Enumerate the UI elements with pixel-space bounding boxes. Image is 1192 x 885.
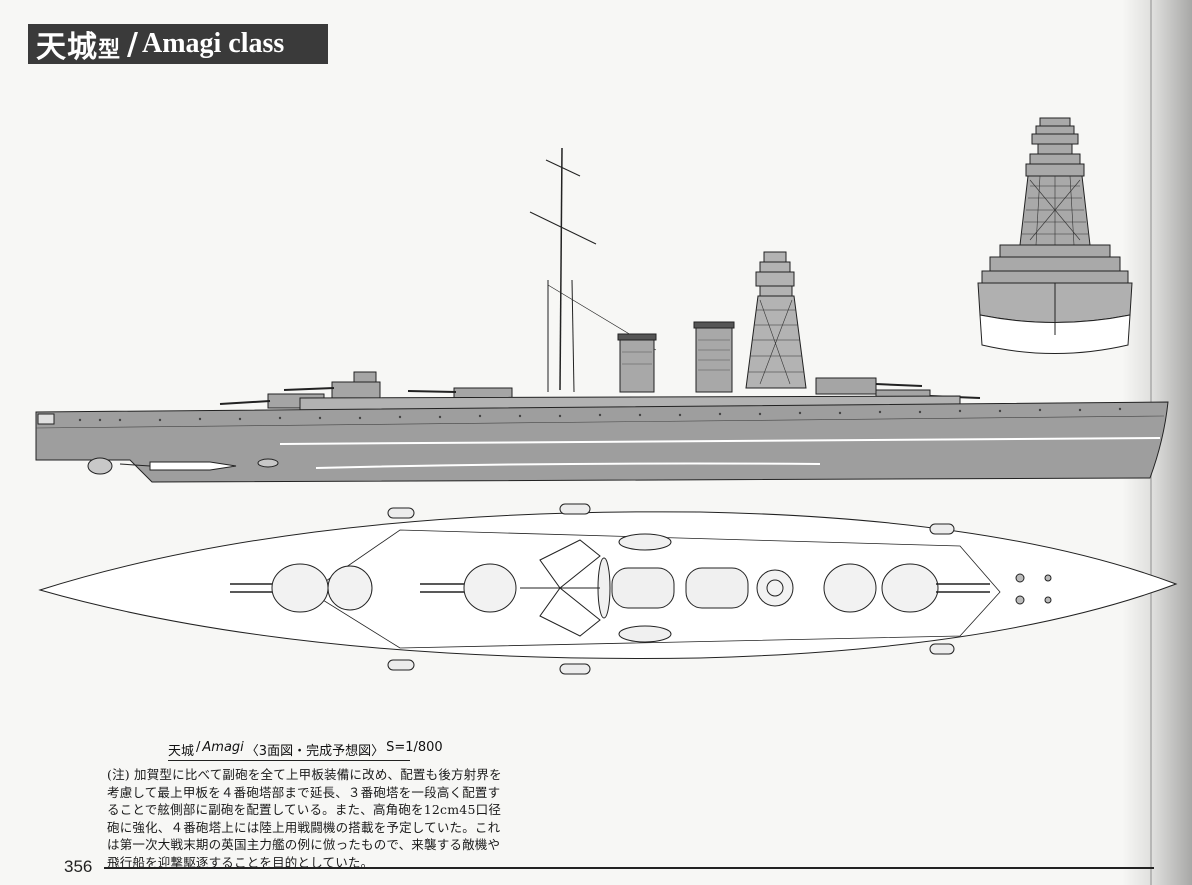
portholes (78, 407, 1122, 422)
page-number: 356 (64, 857, 93, 876)
title-japanese: 天城型 (36, 30, 122, 65)
top-funnels (597, 533, 749, 643)
caption-scale: S=1/800 (386, 740, 443, 755)
section-title: 天城型 / Amagi class (28, 24, 328, 65)
caption-detail: 〈3面図・完成予想図〉 (245, 744, 385, 759)
footer-rule (104, 867, 1154, 869)
forward-tower (745, 251, 807, 389)
anchors (1015, 573, 1052, 605)
top-turrets (271, 563, 939, 613)
caption-separator: / (196, 740, 201, 755)
title-english: Amagi class (141, 28, 285, 59)
funnels (617, 321, 735, 393)
propellers (87, 457, 279, 475)
top-barrels (230, 583, 990, 593)
top-tripod (520, 539, 601, 637)
boats (387, 503, 955, 675)
caption-name-jp: 天城 (168, 744, 195, 759)
figure-caption: 天城 / Amagi 〈3面図・完成予想図〉 S=1/800 (168, 740, 443, 759)
front-view (977, 117, 1133, 354)
title-separator: / (127, 26, 138, 62)
side-profile (35, 147, 1169, 483)
caption-underline (168, 760, 410, 761)
note-paragraph: (注) 加賀型に比べて副砲を全て上甲板装備に改め、配置も後方射界を考慮して最上甲… (107, 767, 502, 870)
caption-name-en: Amagi (202, 740, 244, 755)
top-view (38, 503, 1178, 675)
